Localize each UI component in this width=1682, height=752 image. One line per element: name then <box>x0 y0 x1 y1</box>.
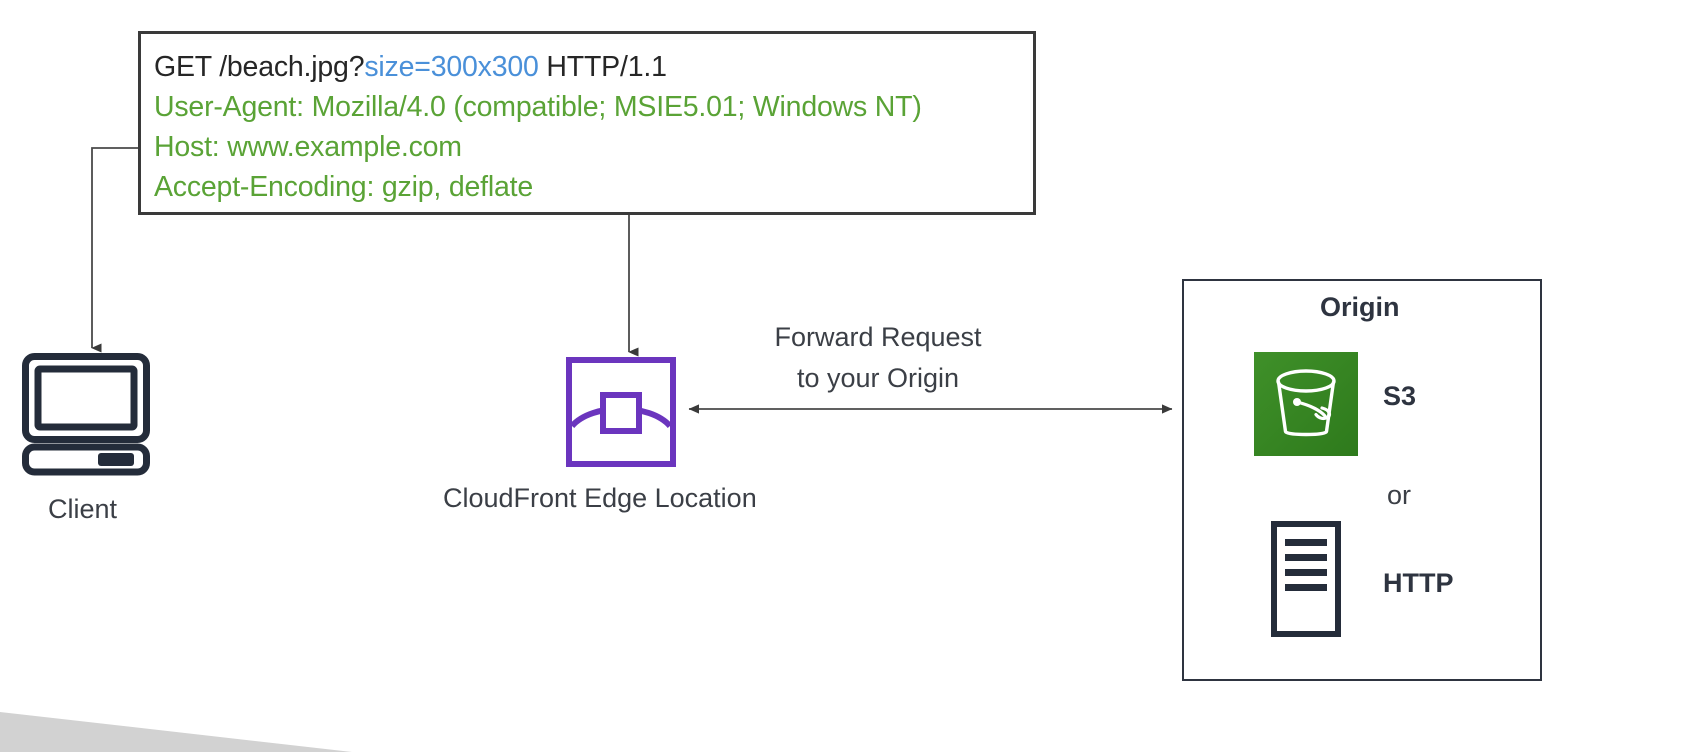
request-header-user-agent: User-Agent: Mozilla/4.0 (compatible; MSI… <box>154 91 922 123</box>
request-protocol: HTTP/1.1 <box>538 51 667 83</box>
s3-label: S3 <box>1383 381 1417 411</box>
s3-bucket-icon <box>1254 352 1358 456</box>
request-header-host: Host: www.example.com <box>154 131 462 163</box>
request-query-string: size=300x300 <box>364 51 539 83</box>
corner-wedge-decoration <box>0 712 352 752</box>
request-line-method: GET /beach.jpg?size=300x300 HTTP/1.1 <box>154 47 1033 87</box>
forward-request-edge-label: Forward Request to your Origin <box>762 317 994 399</box>
origin-title: Origin <box>1320 292 1400 322</box>
or-separator-label: or <box>1387 480 1412 510</box>
request-method-path: GET /beach.jpg? <box>154 51 365 83</box>
cloudfront-edge-icon <box>566 357 676 467</box>
request-header-accept-encoding: Accept-Encoding: gzip, deflate <box>154 171 533 203</box>
forward-request-line-2: to your Origin <box>796 363 960 393</box>
http-request-box: GET /beach.jpg?size=300x300 HTTP/1.1 Use… <box>138 31 1036 215</box>
origin-container <box>1182 279 1542 681</box>
edge-request-to-client <box>91 147 138 353</box>
http-server-icon <box>1271 521 1341 637</box>
desktop-computer-icon <box>22 353 150 476</box>
client-label: Client <box>48 494 118 524</box>
forward-request-line-1: Forward Request <box>774 322 982 352</box>
cloudfront-edge-location-label: CloudFront Edge Location <box>443 483 757 513</box>
s3-bucket-glyph <box>1276 369 1336 437</box>
http-label: HTTP <box>1383 568 1454 598</box>
